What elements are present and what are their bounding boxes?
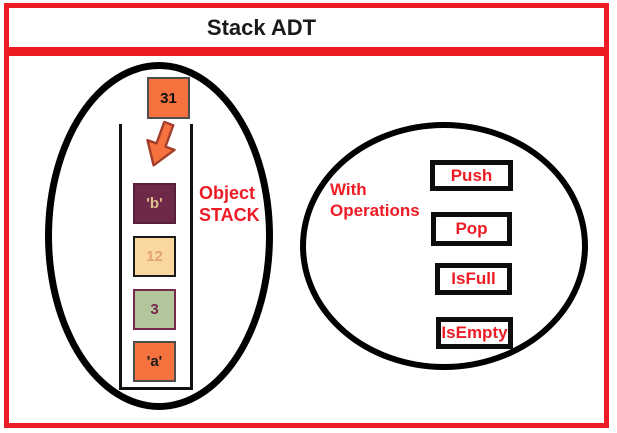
push-arrow-icon <box>146 120 176 167</box>
object-stack-label-line1: Object <box>199 183 256 203</box>
operation-push-box: Push <box>430 160 513 191</box>
with-operations-label-line2: Operations <box>330 201 420 220</box>
with-operations-label: With Operations <box>330 179 420 221</box>
operation-pop-box: Pop <box>431 212 512 246</box>
incoming-value-box: 31 <box>147 77 190 119</box>
title-bar: Stack ADT <box>4 3 609 52</box>
object-stack-label-line2: STACK <box>199 205 260 225</box>
stack-item: 12 <box>133 236 176 277</box>
with-operations-label-line1: With <box>330 180 367 199</box>
stack-item: 3 <box>133 289 176 330</box>
stack-item: 'b' <box>133 183 176 224</box>
object-stack-label: Object STACK <box>199 182 260 226</box>
page-title: Stack ADT <box>206 14 317 40</box>
operation-isempty-box: IsEmpty <box>436 317 513 349</box>
stack-item: 'a' <box>133 341 176 382</box>
operation-isfull-box: IsFull <box>435 263 512 295</box>
